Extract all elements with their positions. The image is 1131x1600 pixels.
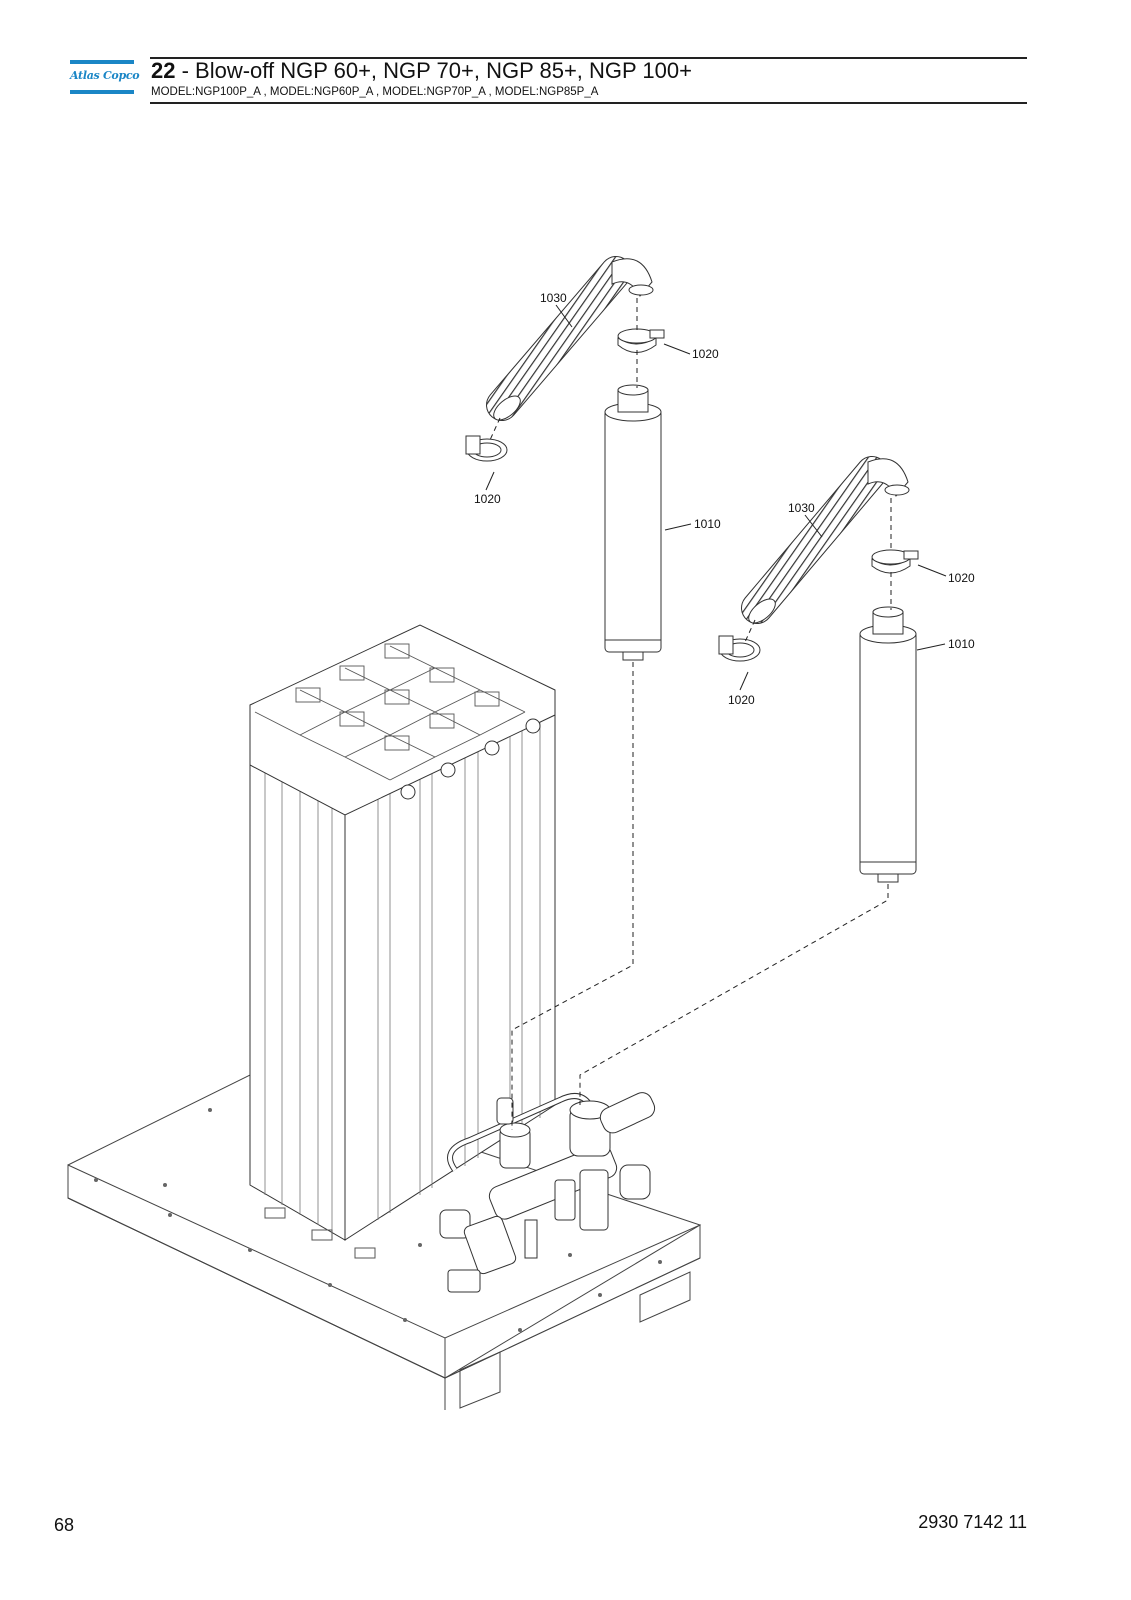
silencer-1010-right — [859, 606, 917, 883]
callout-1030-right: 1030 — [788, 501, 815, 515]
clamp-1020-left-top — [617, 328, 665, 353]
clamp-1020-left-bottom — [465, 435, 508, 462]
section-title: - Blow-off NGP 60+, NGP 70+, NGP 85+, NG… — [175, 58, 692, 83]
callout-1010-left: 1010 — [694, 517, 721, 531]
logo-bar-top — [70, 60, 134, 64]
clamp-1020-right-bottom — [718, 635, 761, 662]
valve-manifold-assembly — [439, 1092, 656, 1293]
callout-1030-left: 1030 — [540, 291, 567, 305]
model-list: MODEL:NGP100P_A , MODEL:NGP60P_A , MODEL… — [151, 86, 599, 98]
silencer-1010-left — [604, 384, 662, 661]
base-frame — [67, 1074, 702, 1410]
hose-1030-left — [486, 256, 654, 421]
section-number: 22 — [151, 58, 176, 83]
assembly-dash-lines — [489, 298, 892, 1130]
page-number: 68 — [54, 1515, 75, 1535]
hose-1030-right — [741, 456, 910, 624]
callout-1020-right-bottom: 1020 — [728, 693, 755, 707]
callout-1010-right: 1010 — [948, 637, 975, 651]
document-number: 2930 7142 11 — [918, 1512, 1027, 1532]
callout-1020-left-top: 1020 — [692, 347, 719, 361]
logo-wordmark: Atlas Copco — [70, 69, 140, 82]
page-title: 22 - Blow-off NGP 60+, NGP 70+, NGP 85+,… — [151, 58, 692, 84]
callout-leader-lines — [485, 304, 947, 691]
atlas-copco-logo: Atlas Copco — [70, 60, 140, 96]
clamp-1020-right-top — [871, 549, 919, 574]
header-rule-bottom — [150, 102, 1027, 104]
logo-bar-bottom — [70, 90, 134, 94]
callout-1020-left-bottom: 1020 — [474, 492, 501, 506]
callout-1020-right-top: 1020 — [948, 571, 975, 585]
header-rule-top — [150, 57, 1027, 59]
